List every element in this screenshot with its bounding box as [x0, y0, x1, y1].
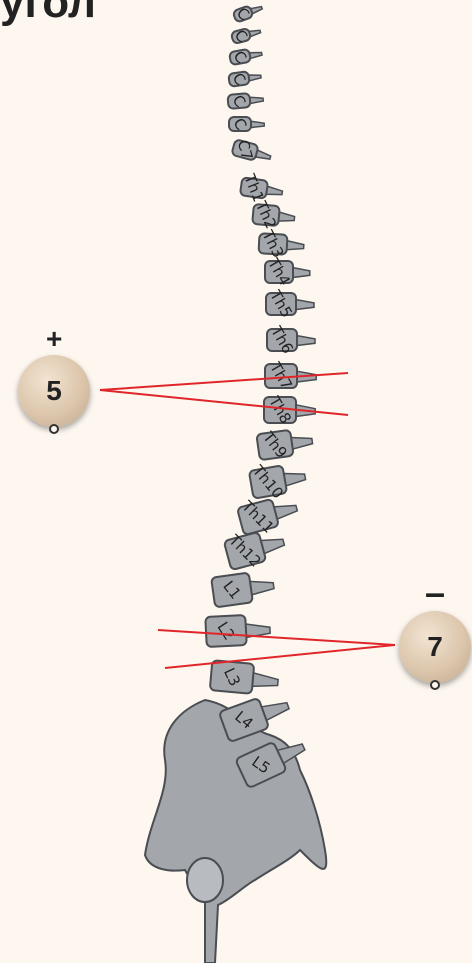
pelvis-hole	[187, 858, 223, 902]
vertebra: С	[229, 115, 264, 133]
lower-angle-knob[interactable]: – 7	[399, 611, 471, 683]
vertebra-process	[274, 501, 298, 519]
vertebra: Th5	[266, 286, 314, 320]
upper-knob-value: 5	[46, 375, 62, 407]
vertebra: Th9	[256, 422, 315, 464]
vertebra: С	[227, 90, 264, 111]
vertebra-process	[249, 73, 262, 80]
vertebra: Th4	[264, 254, 310, 288]
vertebra: L3	[210, 660, 280, 696]
vertebra-process	[279, 212, 295, 222]
lower-knob-dot-icon	[430, 680, 440, 690]
vertebra: Th10	[247, 454, 309, 505]
vertebra: Th6	[267, 322, 315, 356]
vertebra-process	[293, 268, 310, 278]
lower-knob-minus-sign: –	[425, 575, 445, 611]
vertebra-process	[297, 336, 315, 346]
vertebra: L1	[211, 569, 275, 607]
upper-knob-dot-icon	[49, 424, 59, 434]
vertebra: С	[228, 44, 263, 67]
vertebra-process	[287, 241, 304, 251]
upper-angle-knob[interactable]: + 5	[18, 355, 90, 427]
lower-measure-line-1	[158, 630, 395, 645]
vertebra: С	[227, 67, 262, 89]
vertebra: L2	[205, 614, 270, 647]
vertebra-label: С	[231, 26, 251, 46]
upper-measure-line-2	[100, 390, 348, 415]
vertebra-process	[250, 578, 274, 595]
vertebra: С7	[229, 134, 274, 170]
vertebra-process	[284, 470, 306, 486]
vertebra: С	[229, 22, 263, 47]
lower-measure-line-2	[165, 645, 395, 668]
lower-knob-value: 7	[427, 631, 443, 663]
vertebra: С	[230, 0, 265, 26]
vertebra-process	[252, 673, 278, 689]
vertebra-process	[266, 186, 283, 196]
vertebra-process	[296, 300, 314, 310]
vertebra-process	[251, 121, 264, 127]
vertebra-process	[291, 435, 313, 449]
vertebra-process	[250, 96, 264, 103]
vertebra-label: Th1	[240, 171, 268, 205]
upper-knob-plus-sign: +	[46, 325, 62, 353]
upper-measure-line-1	[100, 373, 348, 390]
vertebra-process	[249, 51, 262, 59]
